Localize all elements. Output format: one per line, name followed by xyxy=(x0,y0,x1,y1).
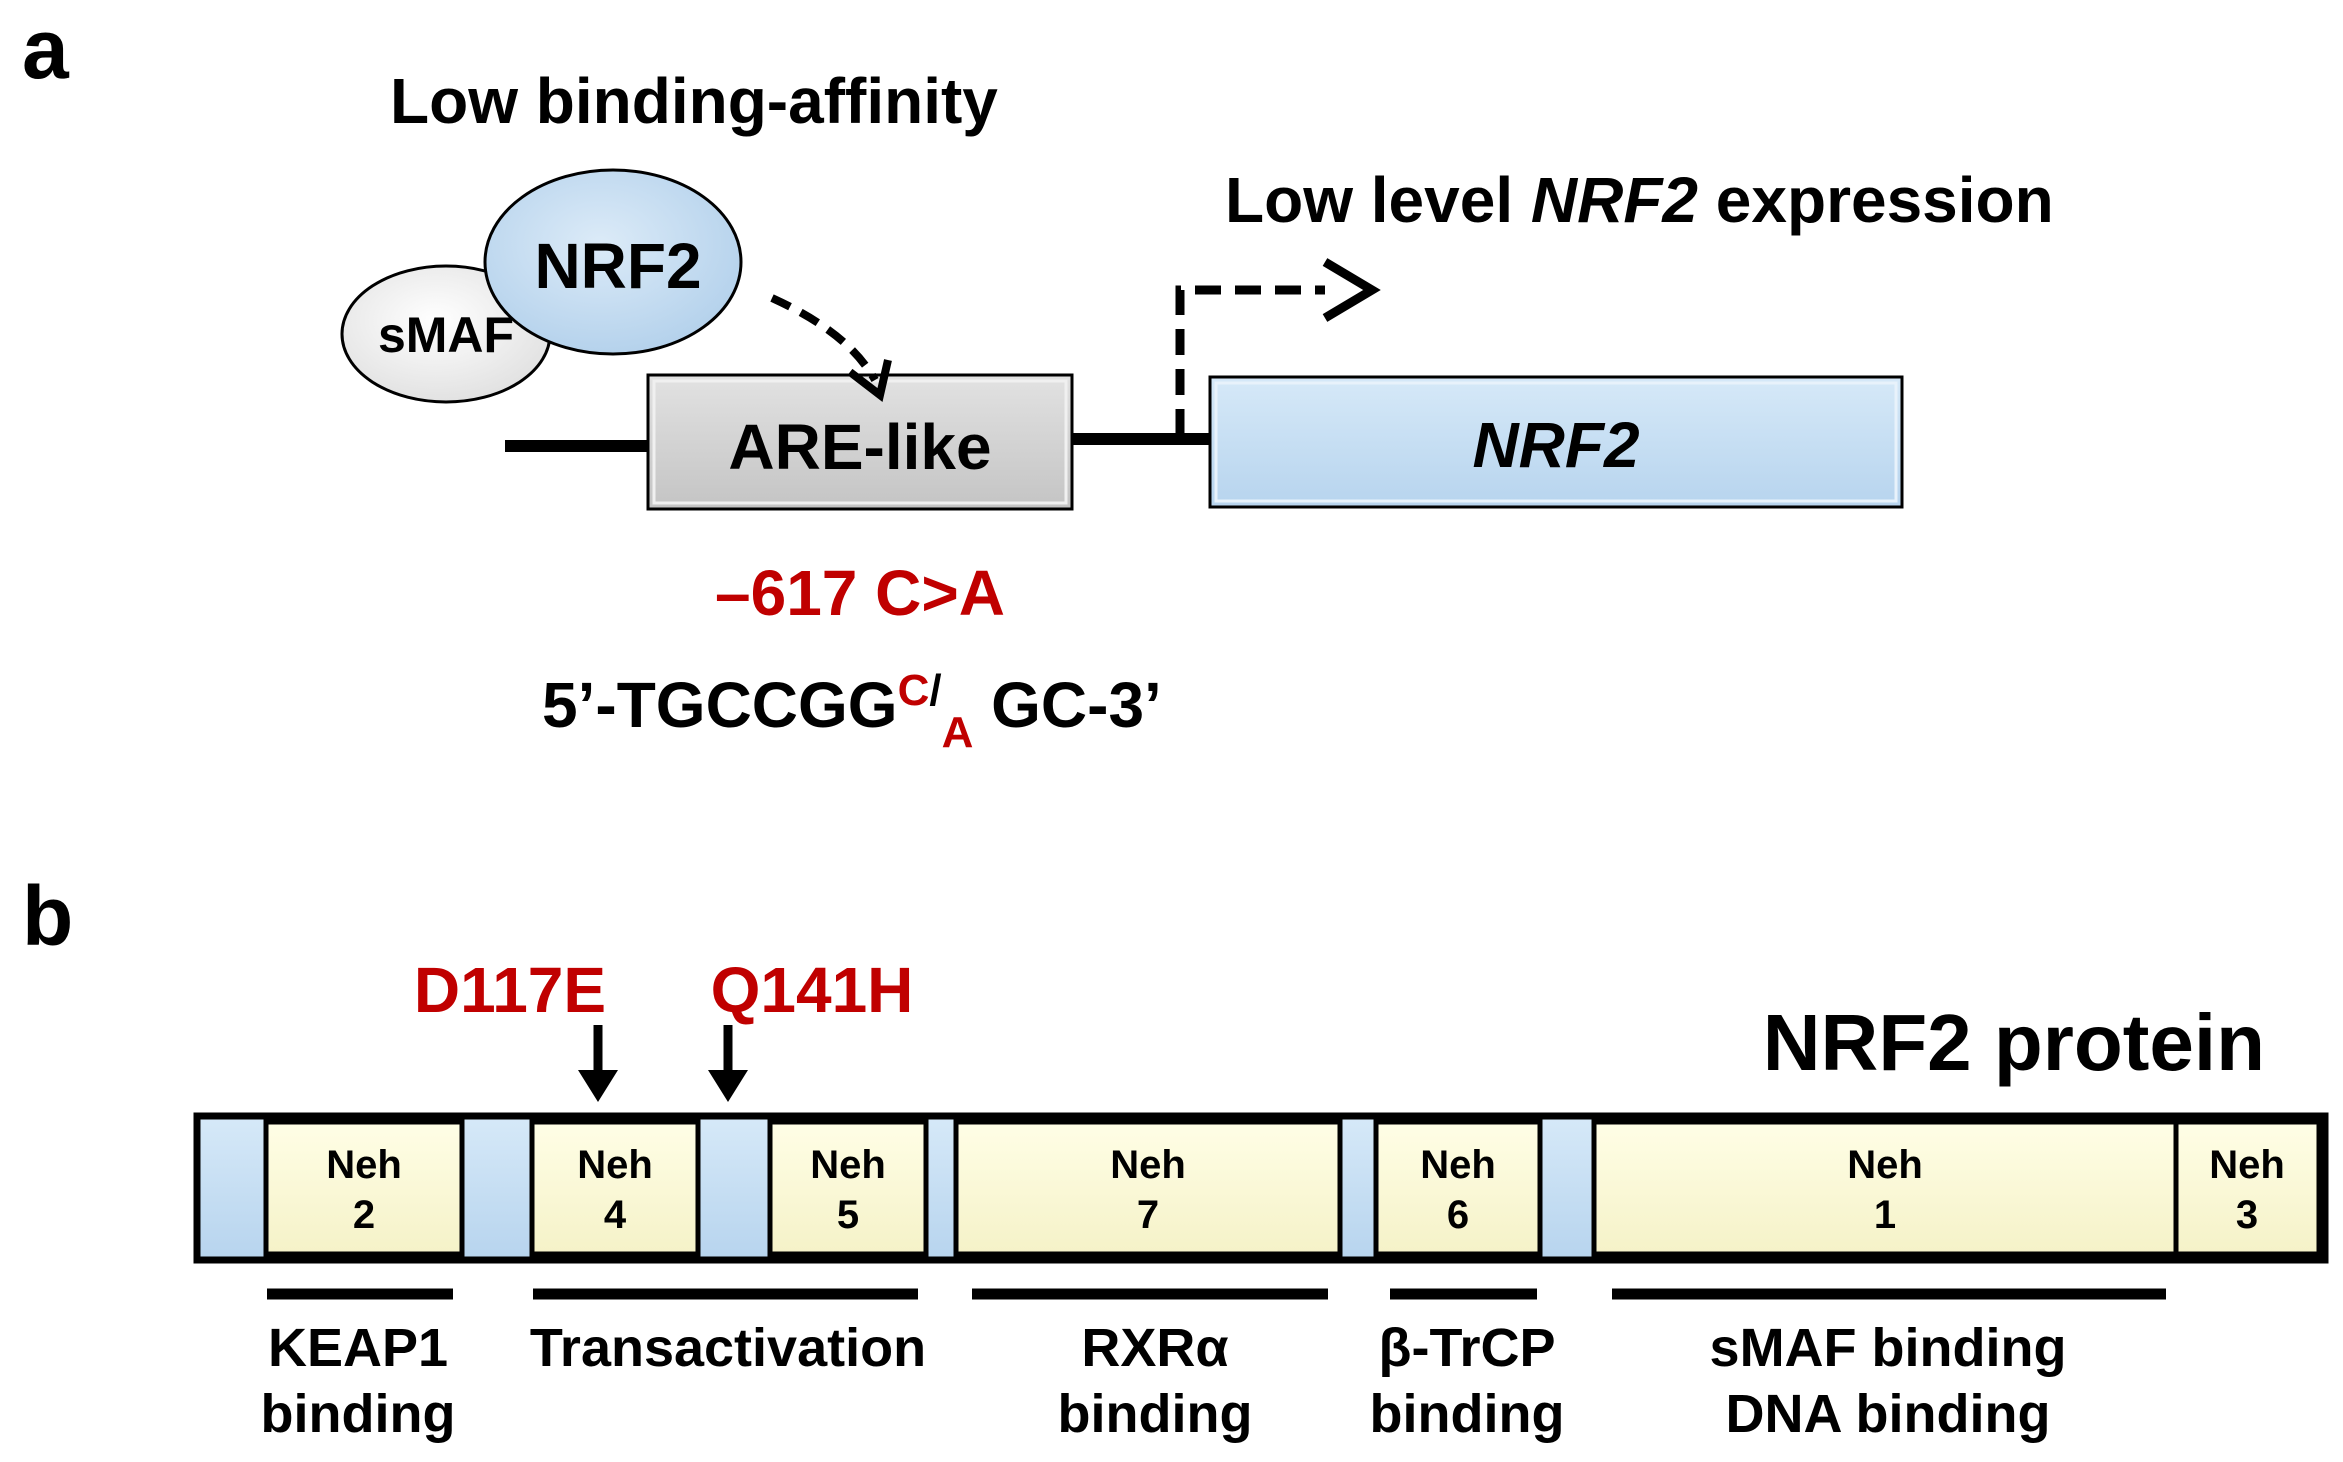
mutation-arrowhead-d117e xyxy=(578,1070,618,1102)
svg-text:6: 6 xyxy=(1447,1193,1469,1237)
domain-neh3: Neh 3 xyxy=(2173,1119,2322,1257)
binding-arrowhead xyxy=(847,359,892,402)
domain-neh2: Neh 2 xyxy=(263,1119,465,1257)
nrf2-oval-label: NRF2 xyxy=(534,230,701,302)
transcription-arrowhead xyxy=(1322,258,1381,322)
svg-text:Neh: Neh xyxy=(1847,1143,1923,1187)
svg-text:Neh: Neh xyxy=(326,1143,402,1187)
svg-text:KEAP1: KEAP1 xyxy=(268,1318,448,1378)
svg-text:β-TrCP: β-TrCP xyxy=(1379,1318,1556,1378)
domain-neh6: Neh 6 xyxy=(1373,1119,1543,1257)
panel-b-label: b xyxy=(22,869,73,963)
svg-text:RXRα: RXRα xyxy=(1081,1318,1228,1378)
svg-text:5: 5 xyxy=(837,1193,859,1237)
svg-text:Transactivation: Transactivation xyxy=(530,1318,926,1378)
domain-neh1: Neh 1 xyxy=(1591,1119,2179,1257)
transcription-arrow xyxy=(1175,285,1325,435)
nrf2-oval xyxy=(483,168,743,356)
domain-neh5: Neh 5 xyxy=(767,1119,929,1257)
svg-text:sMAF binding: sMAF binding xyxy=(1710,1318,2067,1378)
svg-text:1: 1 xyxy=(1874,1193,1896,1237)
domain-neh7: Neh 7 xyxy=(953,1119,1343,1257)
panel-b: b NRF2 protein D117E Q141H Neh 2 Neh 4 N… xyxy=(22,869,2329,1444)
are-like-label: ARE-like xyxy=(728,411,991,483)
snp-label: –617 C>A xyxy=(715,557,1005,629)
svg-text:4: 4 xyxy=(604,1193,627,1237)
function-smaf-dna-binding: sMAF binding DNA binding xyxy=(1710,1318,2067,1444)
mutation-label-d117e: D117E xyxy=(414,954,606,1026)
domain-neh4: Neh 4 xyxy=(529,1119,701,1257)
are-like-box xyxy=(646,373,1074,511)
binding-arrow xyxy=(770,294,879,383)
binding-affinity-text: Low binding-affinity xyxy=(390,65,998,137)
function-rxra-binding: RXRα binding xyxy=(1058,1318,1253,1444)
nrf2-gene-label: NRF2 xyxy=(1472,409,1639,481)
alt-allele: A xyxy=(942,708,974,757)
sequence-text: 5’-TGCCGGC/A GC-3’ xyxy=(542,666,1162,757)
svg-text:binding: binding xyxy=(261,1384,456,1444)
svg-text:Neh: Neh xyxy=(1420,1143,1496,1187)
svg-text:Neh: Neh xyxy=(1110,1143,1186,1187)
mutation-arrowhead-q141h xyxy=(708,1070,748,1102)
svg-text:DNA binding: DNA binding xyxy=(1726,1384,2051,1444)
panel-a-label: a xyxy=(22,2,70,96)
svg-text:Neh: Neh xyxy=(577,1143,653,1187)
ref-allele: C xyxy=(898,666,930,715)
function-keap1-binding: KEAP1 binding xyxy=(261,1318,456,1444)
nrf2-gene-box xyxy=(1208,375,1904,509)
svg-text:Neh: Neh xyxy=(2209,1143,2285,1187)
protein-title: NRF2 protein xyxy=(1763,998,2265,1087)
svg-text:7: 7 xyxy=(1137,1193,1159,1237)
function-transactivation: Transactivation xyxy=(530,1318,926,1378)
function-btrcp-binding: β-TrCP binding xyxy=(1370,1318,1565,1444)
expression-text: Low level NRF2 expression xyxy=(1225,164,2054,236)
svg-text:binding: binding xyxy=(1058,1384,1253,1444)
panel-a: a Low binding-affinity ARE-like NRF2 Low… xyxy=(22,2,2054,757)
svg-text:2: 2 xyxy=(353,1193,375,1237)
svg-text:3: 3 xyxy=(2236,1193,2258,1237)
mutation-label-q141h: Q141H xyxy=(711,954,914,1026)
svg-text:binding: binding xyxy=(1370,1384,1565,1444)
svg-text:Neh: Neh xyxy=(810,1143,886,1187)
smaf-label: sMAF xyxy=(378,307,514,363)
